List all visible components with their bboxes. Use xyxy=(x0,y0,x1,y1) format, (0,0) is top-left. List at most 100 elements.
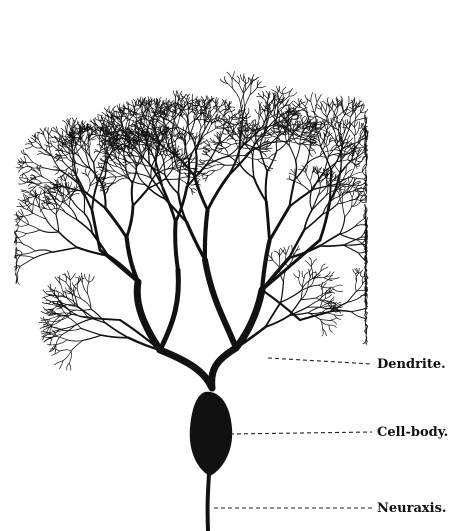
dendrite-branch xyxy=(317,94,321,102)
dendrite-branch xyxy=(248,138,254,145)
dendrite-branch xyxy=(227,139,233,141)
dendrite-branch xyxy=(289,89,292,97)
dendrite-branch xyxy=(75,186,79,190)
dendrite-branch xyxy=(92,211,100,250)
dendrite-branch xyxy=(269,158,277,160)
dendrite-branch xyxy=(250,85,251,95)
dendrite-branch xyxy=(315,94,317,103)
dendrite-branch xyxy=(227,72,232,80)
dendrite-branch xyxy=(175,222,178,270)
dendrite-branch xyxy=(23,213,33,216)
dendrite-branch xyxy=(28,225,40,230)
dendrite-branch xyxy=(51,140,53,146)
dendrite-branch xyxy=(56,214,59,232)
dendrite-branch xyxy=(281,282,284,302)
dendrite-branch xyxy=(88,294,92,310)
dendrite-branch xyxy=(326,295,332,299)
dendrite-branch xyxy=(25,144,32,146)
dendrite-branch xyxy=(239,150,240,164)
dendrite-branch xyxy=(312,197,324,210)
dendrite-branch xyxy=(308,277,310,287)
dendrite-branch xyxy=(311,93,313,102)
dendrite-branch xyxy=(326,137,328,145)
dendrite-branch xyxy=(38,132,39,139)
dendrite-branch xyxy=(111,106,116,114)
dendrite-branch xyxy=(35,179,42,183)
dendrite-branch xyxy=(337,201,350,204)
dendrite-branch xyxy=(335,124,336,129)
dendrite-branch xyxy=(239,84,244,94)
dendrite-branch xyxy=(149,109,150,114)
dendrite-branch xyxy=(182,112,187,121)
dendrite-branch xyxy=(92,182,98,211)
dendrite-branch xyxy=(274,251,280,257)
dendrite-branch xyxy=(46,291,55,292)
dendrite-branch xyxy=(20,256,34,258)
dendrite-branch xyxy=(308,307,320,313)
dendrite-branch xyxy=(161,150,165,152)
dendrite-branch xyxy=(18,225,28,227)
dendrite-branch xyxy=(356,281,357,291)
dendrite-branch xyxy=(366,185,367,187)
dendrite-branch xyxy=(117,166,131,173)
dendrite-branch xyxy=(16,274,17,283)
dendrite-branch xyxy=(85,274,89,282)
dendrite-branch xyxy=(219,110,224,117)
dendrite-branch xyxy=(312,166,313,172)
dendrite-branch xyxy=(49,134,54,138)
dendrite-branch xyxy=(321,264,326,271)
dendrite-branch xyxy=(310,173,312,182)
dendrite-branch xyxy=(58,205,65,212)
dendrite-branch xyxy=(318,279,329,285)
dendrite-branch xyxy=(45,193,47,203)
dendrite-branch xyxy=(307,300,319,307)
dendrite-branch xyxy=(330,150,339,151)
cell-body-leader xyxy=(230,432,372,434)
dendrite-branch xyxy=(53,248,78,253)
dendrite-branch xyxy=(201,175,208,176)
dendrite-branch xyxy=(312,136,321,137)
dendrite-trunk xyxy=(137,282,212,388)
dendrite-branch xyxy=(26,230,40,234)
dendrite-branch xyxy=(262,290,300,320)
dendrite-branch xyxy=(321,267,328,271)
dendrite-branch xyxy=(301,287,303,300)
dendrite-branch xyxy=(60,350,71,351)
dendrite-branch xyxy=(33,162,44,168)
dendrite-branch xyxy=(41,318,50,320)
dendrite-branch xyxy=(182,150,183,156)
dendrite-branch xyxy=(340,217,345,234)
dendrite-branch xyxy=(127,206,133,238)
dendrite-branch xyxy=(355,127,356,135)
dendrite-branch xyxy=(321,303,330,307)
dendrite-branch xyxy=(298,271,300,278)
dendrite-branch xyxy=(247,108,250,115)
dendrite-branch xyxy=(166,133,167,143)
dendrite-branch xyxy=(173,91,175,98)
dendrite-branch xyxy=(330,320,337,324)
dendrite-branch xyxy=(98,116,101,123)
dendrite-branch xyxy=(305,95,311,102)
dendrite-trunk xyxy=(205,260,236,348)
dendrite-branch xyxy=(75,318,94,325)
dendrite-branch xyxy=(283,118,284,126)
dendrite-branch xyxy=(72,118,73,125)
dendrite-branch xyxy=(281,291,302,303)
dendrite-branch xyxy=(365,295,366,301)
dendrite-branch xyxy=(132,183,133,206)
dendrite-branch xyxy=(283,91,290,94)
dendrite-branch xyxy=(89,276,94,282)
dendrite-branch xyxy=(351,308,367,312)
dendrite-branch xyxy=(95,149,100,152)
dendrite-branch xyxy=(101,116,103,123)
dendrite-branch xyxy=(232,80,235,92)
dendrite-branch xyxy=(58,277,66,282)
dendrite-branch xyxy=(320,320,322,330)
dendrite-branch xyxy=(329,277,339,279)
dendrite-branch xyxy=(291,121,293,127)
dendrite-branch xyxy=(215,165,225,170)
dendrite-branch xyxy=(165,175,179,194)
dendrite-branch xyxy=(244,93,245,107)
dendrite-branch xyxy=(18,164,24,168)
dendrite-branch xyxy=(208,176,229,211)
